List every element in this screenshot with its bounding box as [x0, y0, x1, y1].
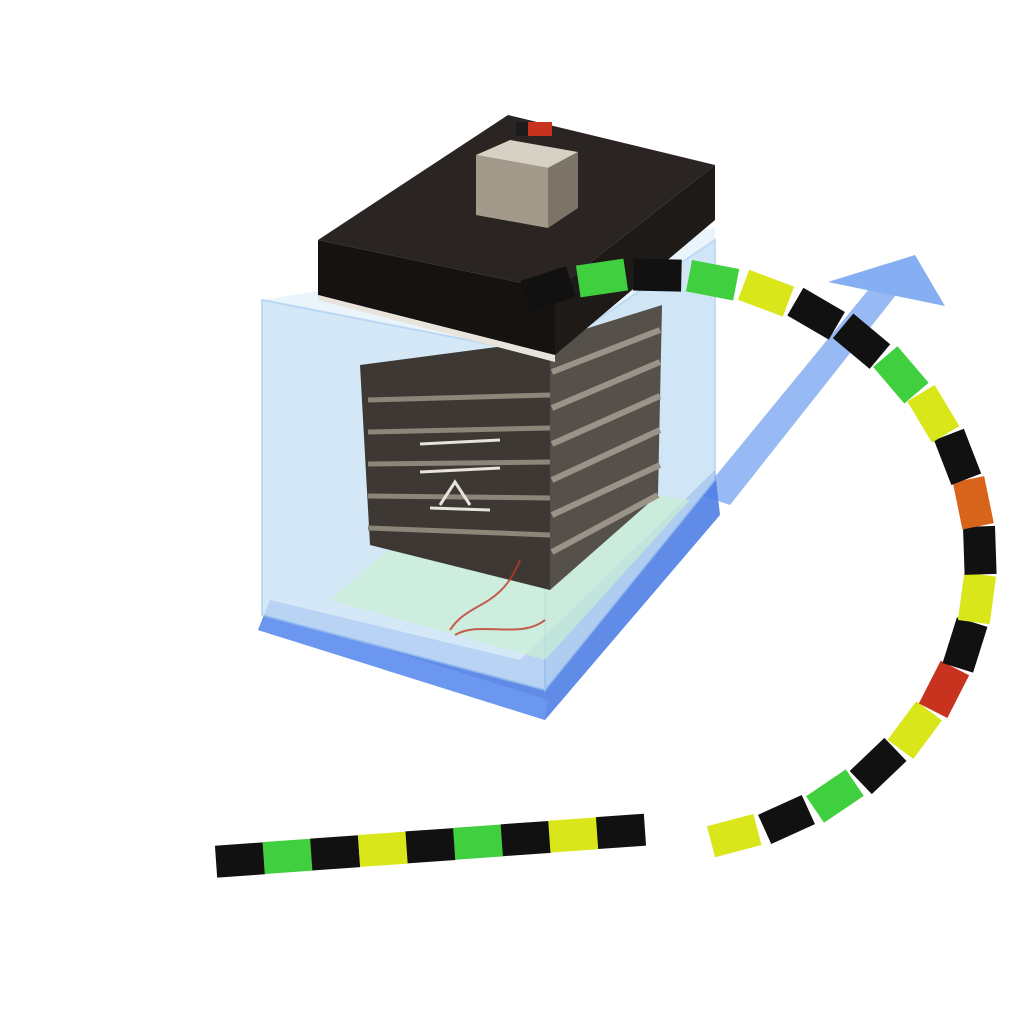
arc-segment	[500, 820, 551, 857]
arc-segment	[357, 831, 408, 867]
arc-segment	[595, 813, 647, 850]
arc-segment	[806, 769, 864, 823]
arc-segment	[787, 287, 845, 340]
arc-segment	[952, 476, 994, 530]
arc-segment	[887, 701, 942, 759]
arc-segment	[706, 814, 762, 858]
arc-segment	[758, 795, 815, 844]
arc-segment	[963, 525, 997, 575]
arc-segment	[405, 828, 456, 864]
arc-segment	[214, 842, 266, 878]
charge-level-arc	[214, 258, 997, 878]
arc-segment	[737, 269, 795, 317]
enclosure-base	[258, 470, 720, 720]
arc-segment	[942, 617, 988, 673]
arc-segment	[918, 660, 970, 719]
arc-segment	[934, 428, 982, 486]
arc-segment	[957, 572, 997, 625]
arc-segment	[310, 835, 361, 871]
arc-segment	[686, 259, 740, 301]
arc-segment	[548, 817, 599, 853]
battery-terminal-icon	[476, 122, 578, 228]
arc-segment	[520, 266, 576, 312]
arc-segment	[575, 258, 629, 298]
wiring	[449, 559, 546, 636]
arc-segment	[453, 824, 504, 860]
cell-symbol-icon	[419, 438, 501, 512]
arc-segment	[873, 346, 929, 404]
arc-segment	[849, 737, 907, 795]
arc-segment	[633, 258, 682, 292]
battery-cell-stack	[360, 305, 662, 590]
arc-segment	[832, 313, 891, 369]
arc-segment	[262, 838, 313, 875]
arc-segment	[907, 384, 960, 443]
